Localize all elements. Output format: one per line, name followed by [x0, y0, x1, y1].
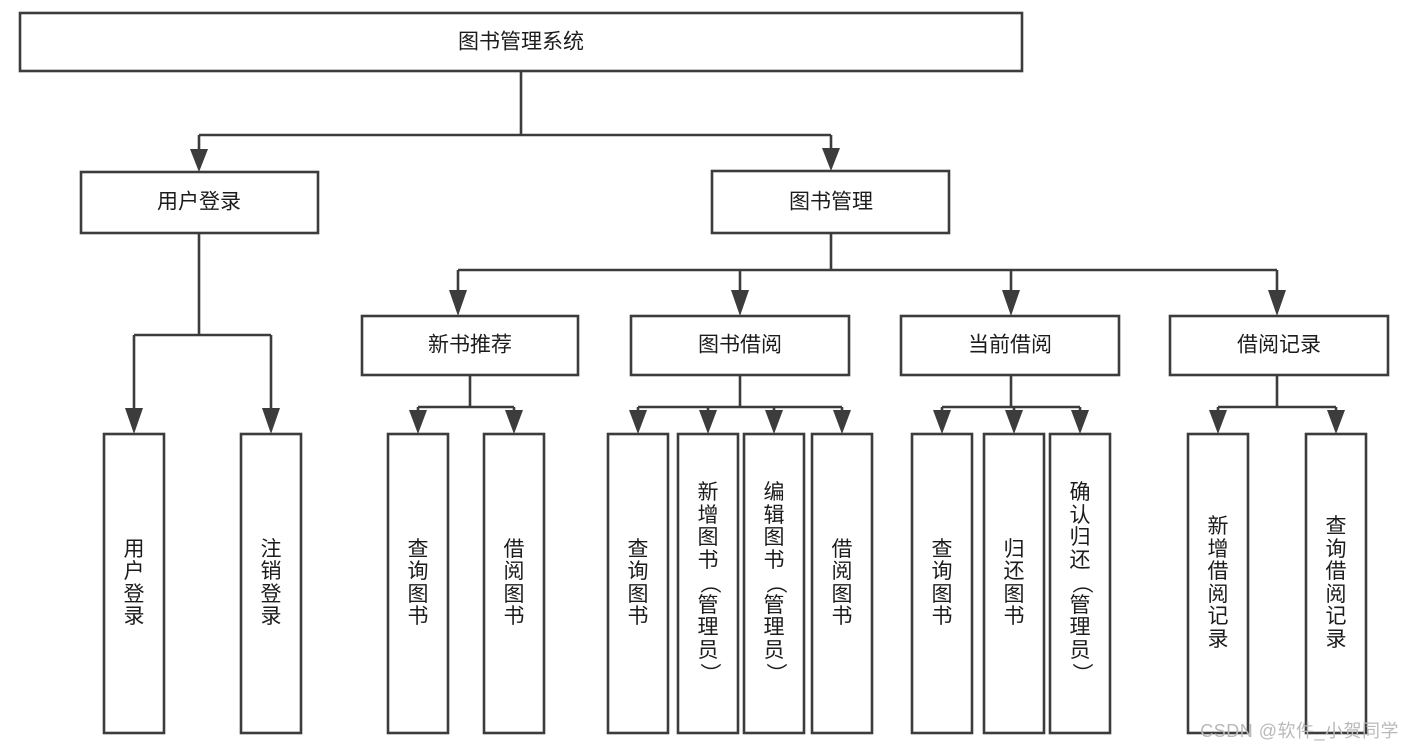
node-box-borrow-record[interactable]: [1168, 314, 1390, 377]
node-box-book-borrow[interactable]: [629, 314, 851, 377]
arrow-head-newbook-leaf2: [505, 410, 523, 434]
arrow-head-borrow-leaf2: [699, 410, 717, 434]
edge-group-newbook: [409, 375, 523, 434]
edge-group-borrow: [629, 375, 851, 434]
edge-group-book-mgmt: [449, 233, 1286, 316]
node-label-book-management: 图书管理: [789, 191, 873, 214]
node-box-leaf-8[interactable]: [910, 432, 974, 735]
arrow-head-current: [1002, 290, 1020, 316]
arrow-head-newbook-leaf1: [409, 410, 427, 434]
node-box-leaf-12[interactable]: [1304, 432, 1368, 735]
node-label-book-borrow: 图书借阅: [698, 334, 782, 357]
arrow-head-current-leaf2: [1005, 410, 1023, 434]
node-label-current-borrow: 当前借阅: [968, 334, 1052, 357]
node-box-root[interactable]: [18, 11, 1024, 73]
arrow-head-user-login: [190, 149, 208, 172]
edge-group-record: [1209, 375, 1345, 434]
arrow-head-leaf-user-login: [125, 408, 143, 434]
node-box-user-login[interactable]: [79, 170, 320, 235]
node-box-leaf-3[interactable]: [482, 432, 546, 735]
edge-group-root: [190, 71, 840, 172]
arrow-head-borrow-leaf3: [765, 410, 783, 434]
csdn-watermark: CSDN @软件_小贺同学: [1200, 721, 1399, 741]
node-label-user-login: 用户登录: [157, 191, 241, 214]
node-box-leaf-5[interactable]: [676, 432, 740, 735]
node-box-book-management[interactable]: [710, 169, 951, 235]
node-box-current-borrow[interactable]: [899, 314, 1121, 377]
node-box-leaf-1[interactable]: [239, 432, 303, 735]
edge-group-user-login: [125, 233, 280, 434]
node-box-leaf-9[interactable]: [982, 432, 1046, 735]
arrow-head-newbook: [449, 290, 467, 316]
node-box-leaf-11[interactable]: [1186, 432, 1250, 735]
arrow-head-record-leaf1: [1209, 410, 1227, 434]
edge-group-current: [933, 375, 1089, 434]
node-box-leaf-0[interactable]: [102, 432, 166, 735]
arrow-head-current-leaf3: [1071, 410, 1089, 434]
arrow-head-book-mgmt: [822, 148, 840, 171]
arrow-head-borrow-leaf1: [629, 410, 647, 434]
arrow-head-borrow-leaf4: [833, 410, 851, 434]
node-box-leaf-7[interactable]: [810, 432, 874, 735]
node-label-root: 图书管理系统: [458, 31, 584, 54]
node-box-leaf-4[interactable]: [606, 432, 670, 735]
node-box-new-book-recommend[interactable]: [360, 314, 580, 377]
node-label-new-book-recommend: 新书推荐: [428, 334, 512, 357]
arrow-head-borrow: [731, 290, 749, 316]
node-box-leaf-2[interactable]: [386, 432, 450, 735]
arrow-head-record-leaf2: [1327, 410, 1345, 434]
arrow-head-current-leaf1: [933, 410, 951, 434]
node-box-leaf-10[interactable]: [1048, 432, 1112, 735]
node-box-leaf-6[interactable]: [742, 432, 806, 735]
arrow-head-leaf-logout: [262, 408, 280, 434]
arrow-head-record: [1268, 290, 1286, 316]
node-label-borrow-record: 借阅记录: [1237, 334, 1321, 357]
